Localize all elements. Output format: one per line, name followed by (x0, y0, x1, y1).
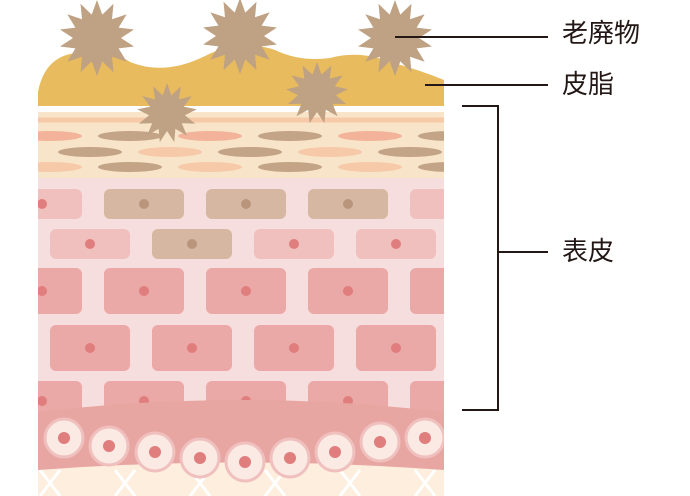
epidermal-cell (38, 189, 82, 219)
cell-nucleus (547, 286, 557, 296)
basal-cell-nucleus (284, 452, 296, 464)
corneum-flake (298, 147, 362, 157)
sebum-label: 皮脂 (562, 70, 615, 100)
basal-cell-nucleus (374, 436, 386, 448)
cell-nucleus (38, 396, 47, 406)
cell-nucleus (445, 199, 455, 209)
corneum-flake (458, 147, 522, 157)
cell-nucleus (38, 286, 47, 296)
cell-nucleus (289, 239, 299, 249)
epidermis-bracket (462, 105, 499, 411)
cell-nucleus (139, 199, 149, 209)
epidermal-cell (38, 268, 82, 314)
epidermis-label: 表皮 (562, 237, 615, 267)
corneum-flake (38, 131, 82, 141)
corneum-flake (98, 162, 162, 172)
corneum-flake (138, 147, 202, 157)
cell-nucleus (547, 396, 557, 406)
cell-nucleus (241, 199, 251, 209)
corneum-flake (258, 131, 322, 141)
cell-nucleus (343, 286, 353, 296)
cell-nucleus (85, 239, 95, 249)
waste-label: 老廃物 (562, 19, 641, 49)
cell-nucleus (85, 343, 95, 353)
cell-nucleus (187, 343, 197, 353)
waste-particle (137, 83, 197, 143)
cell-nucleus (595, 343, 605, 353)
cell-nucleus (289, 343, 299, 353)
corneum-flake (58, 147, 122, 157)
basal-cell-nucleus (103, 440, 115, 452)
basal-cell-nucleus (58, 432, 70, 444)
corneum-flake (98, 131, 162, 141)
epidermal-cell (512, 381, 592, 421)
corneum-flake (338, 162, 402, 172)
epidermal-cell (512, 268, 592, 314)
basal-cell-nucleus (239, 456, 251, 468)
cell-nucleus (139, 286, 149, 296)
basal-cell-nucleus (194, 452, 206, 464)
epidermal-cell (410, 268, 444, 314)
corneum-flake (378, 147, 442, 157)
epidermal-cell (410, 189, 444, 219)
cell-nucleus (391, 343, 401, 353)
basal-cell-nucleus (329, 446, 341, 458)
cell-nucleus (445, 286, 455, 296)
corneum-flake (418, 131, 444, 141)
cell-nucleus (38, 199, 47, 209)
corneum-flake (338, 131, 402, 141)
epidermal-cell (560, 325, 640, 371)
corneum-flake (218, 147, 282, 157)
leader-lines (395, 36, 548, 411)
corneum-flake (38, 162, 82, 172)
epidermal-cell (512, 189, 592, 219)
corneum-flake (418, 162, 444, 172)
waste-particles (60, 0, 432, 143)
basal-cell-nucleus (149, 446, 161, 458)
dermis-fibers (38, 469, 437, 496)
corneum-flakes (38, 117, 522, 172)
basal-cell-nucleus (419, 432, 431, 444)
waste-particle (203, 0, 277, 74)
waste-particle (286, 62, 348, 124)
basal-cells (43, 417, 444, 483)
corneum-flake (178, 131, 242, 141)
waste-particle (60, 0, 134, 76)
cell-nucleus (391, 239, 401, 249)
corneum-flake (258, 162, 322, 172)
cell-nucleus (187, 239, 197, 249)
cell-nucleus (547, 199, 557, 209)
cell-nucleus (241, 286, 251, 296)
corneum-flake (178, 162, 242, 172)
cell-nucleus (445, 396, 455, 406)
cell-nucleus (343, 199, 353, 209)
